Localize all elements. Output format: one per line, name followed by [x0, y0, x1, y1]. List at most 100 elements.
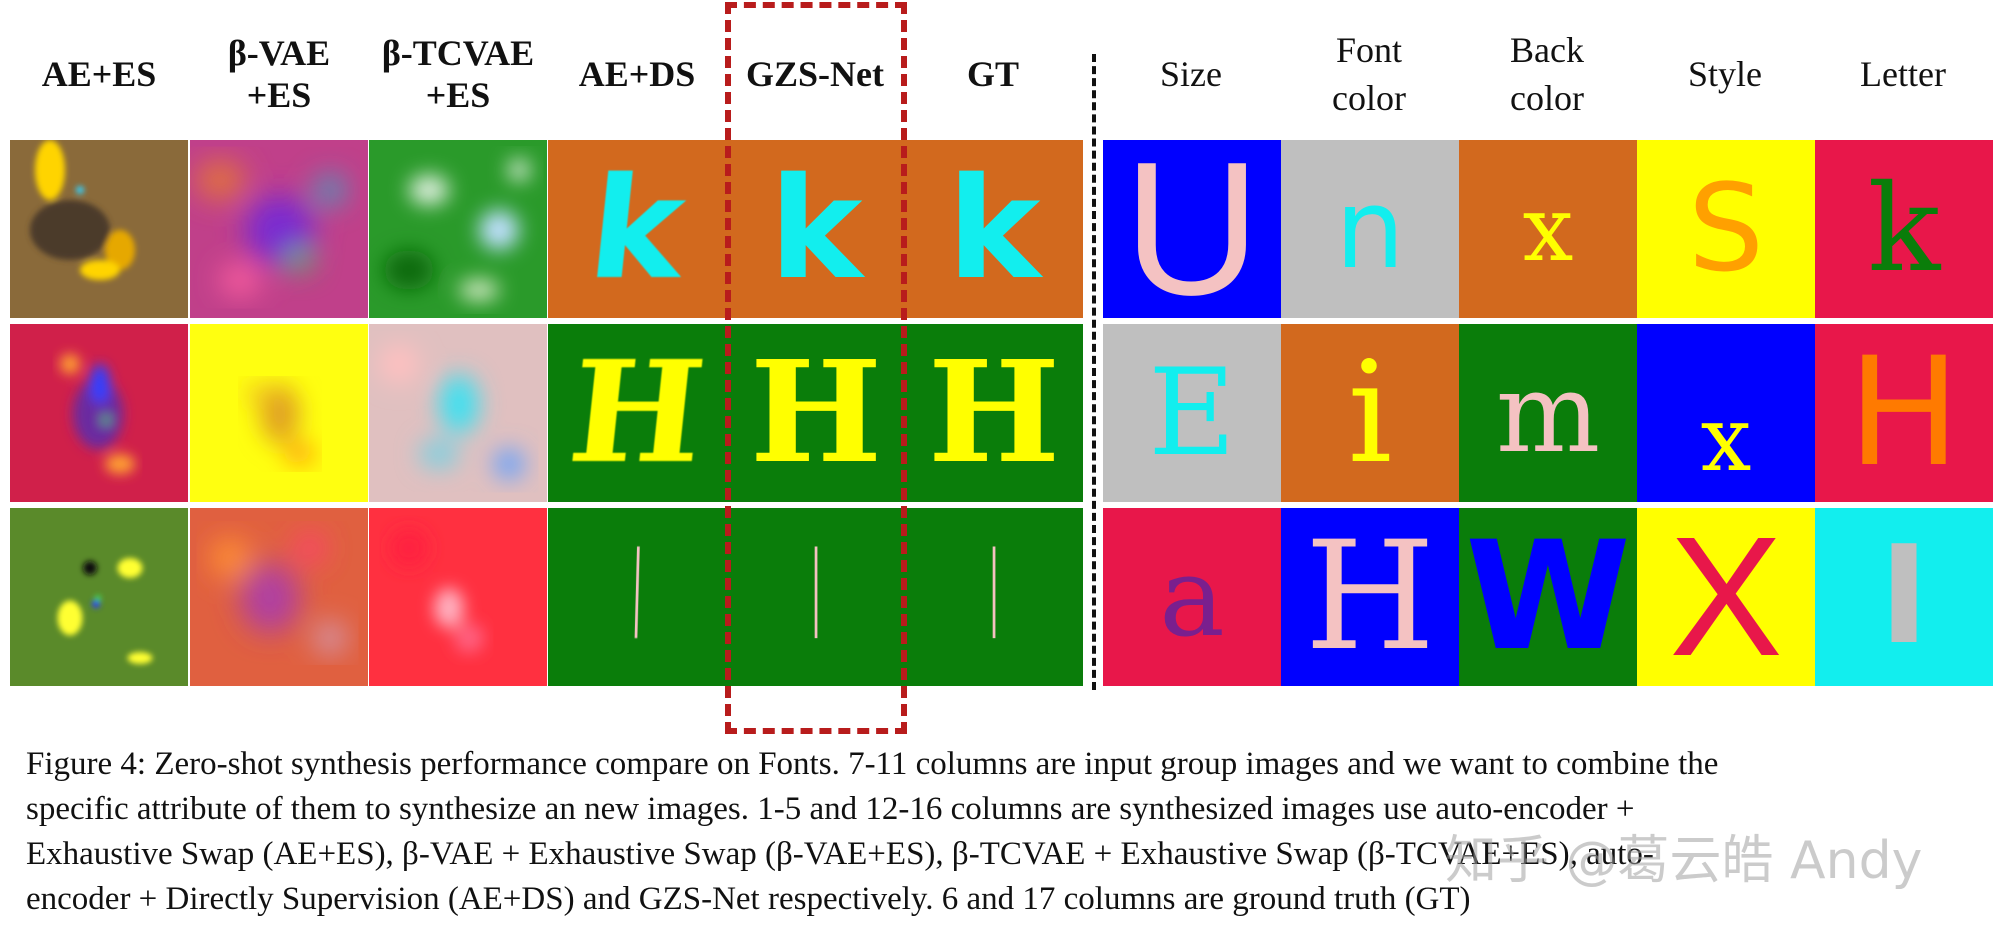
- noise-blob: [509, 160, 529, 180]
- tile-beta-vae-es-row-3: [190, 508, 368, 686]
- letter-glyph: m: [1495, 349, 1601, 477]
- noise-blob: [409, 175, 449, 205]
- input-tile-font-color-row-1: n: [1281, 140, 1459, 318]
- input-tile-style-row-1: S: [1637, 140, 1815, 318]
- tile-gzs-net-row-1: k: [727, 140, 905, 318]
- noise-blob: [479, 210, 519, 250]
- tile-beta-tcvae-es-row-1: [369, 140, 547, 318]
- header-ae-ds: AE+DS: [578, 54, 696, 94]
- noise-blob: [384, 250, 434, 290]
- letter-glyph: n: [1335, 165, 1405, 293]
- tile-beta-vae-es-row-2: [190, 324, 368, 502]
- noise-pattern: [60, 354, 135, 474]
- noise-blob: [240, 563, 300, 633]
- letter-glyph: U: [1123, 140, 1261, 318]
- noise-blob: [454, 623, 484, 653]
- letter-glyph: i: [1347, 331, 1393, 495]
- noise-blob: [60, 354, 80, 374]
- header-ae-es: AE+ES: [41, 54, 157, 94]
- letter-glyph: l: [631, 527, 643, 667]
- tile-ae-ds-row-2: H: [548, 324, 726, 502]
- letter-glyph: x: [1700, 387, 1752, 492]
- letter-glyph: l: [811, 527, 821, 667]
- header-size: Size: [1160, 54, 1222, 94]
- input-tile-size-row-3: a: [1103, 508, 1281, 686]
- caption-line-3: Exhaustive Swap (AE+ES), β-VAE + Exhaust…: [26, 836, 1654, 872]
- caption-line-4: encoder + Directly Supervision (AE+DS) a…: [26, 881, 1471, 917]
- noise-blob: [315, 175, 345, 205]
- noise-blob: [494, 449, 524, 479]
- noise-blob: [90, 364, 110, 404]
- letter-glyph: W: [1465, 510, 1631, 684]
- noise-pattern: [389, 528, 484, 653]
- header-beta-vae-es: β-VAE +ES: [227, 33, 331, 115]
- tile-beta-tcvae-es-row-3: [369, 508, 547, 686]
- noise-blob: [434, 588, 464, 628]
- tile-gzs-net-row-3: l: [727, 508, 905, 686]
- header-back-color: Back color: [1510, 30, 1584, 118]
- noise-blob: [459, 280, 499, 300]
- gzs-net-highlight-box: [725, 2, 907, 734]
- tile-gt-row-1: k: [905, 140, 1083, 318]
- header-gt: GT: [966, 54, 1019, 94]
- tile-ae-ds-row-3: l: [548, 508, 726, 686]
- input-tile-style-row-3: X: [1637, 508, 1815, 686]
- noise-blob: [285, 444, 315, 464]
- noise-blob: [439, 374, 479, 434]
- noise-blob: [105, 230, 135, 270]
- noise-blob: [76, 186, 84, 194]
- noise-blob: [315, 623, 345, 653]
- column-separator: [1092, 54, 1096, 690]
- header-style: Style: [1687, 54, 1762, 94]
- noise-blob: [210, 538, 250, 578]
- input-tile-back-color-row-2: m: [1459, 324, 1637, 502]
- header-gzs-net: GZS-Net: [746, 54, 884, 94]
- tile-ae-es-row-3: [10, 508, 188, 686]
- letter-glyph: l: [989, 527, 999, 667]
- noise-blob: [127, 652, 153, 664]
- noise-pattern: [195, 160, 345, 295]
- noise-blob: [117, 558, 143, 578]
- input-tile-font-color-row-3: H: [1281, 508, 1459, 686]
- noise-pattern: [210, 533, 345, 653]
- letter-glyph: k: [769, 147, 863, 311]
- noise-blob: [92, 600, 100, 608]
- input-tile-letter-row-1: k: [1815, 140, 1993, 318]
- noise-blob: [80, 260, 120, 280]
- tile-gt-row-2: H: [905, 324, 1083, 502]
- noise-blob: [195, 160, 245, 200]
- noise-blob: [245, 384, 275, 404]
- tile-ae-es-row-2: [10, 324, 188, 502]
- tile-gt-row-3: l: [905, 508, 1083, 686]
- watermark: 知乎 @葛云皓 Andy: [1445, 831, 1923, 891]
- letter-glyph: H: [927, 331, 1061, 495]
- noise-blob: [245, 195, 315, 265]
- noise-blob: [30, 200, 110, 260]
- noise-blob: [379, 344, 419, 384]
- header-letter: Letter: [1860, 54, 1946, 94]
- caption-line-2: specific attribute of them to synthesize…: [26, 791, 1635, 827]
- noise-blob: [102, 416, 110, 424]
- input-tile-size-row-2: E: [1103, 324, 1281, 502]
- letter-glyph: k: [947, 147, 1041, 311]
- figure-caption: Figure 4: Zero-shot synthesis performanc…: [26, 742, 1986, 922]
- noise-pattern: [379, 344, 524, 479]
- input-tile-font-color-row-2: i: [1281, 324, 1459, 502]
- noise-pattern: [384, 160, 529, 300]
- noise-blob: [419, 439, 459, 469]
- noise-blob: [220, 265, 260, 295]
- noise-blob: [389, 528, 429, 568]
- letter-glyph: H: [562, 331, 712, 495]
- letter-glyph: E: [1148, 343, 1236, 483]
- tile-beta-vae-es-row-1: [190, 140, 368, 318]
- input-tile-back-color-row-3: W: [1459, 508, 1637, 686]
- letter-glyph: a: [1159, 533, 1225, 661]
- letter-glyph: H: [1847, 326, 1961, 500]
- input-tile-letter-row-2: H: [1815, 324, 1993, 502]
- input-tile-back-color-row-1: x: [1459, 140, 1637, 318]
- tile-beta-tcvae-es-row-2: [369, 324, 547, 502]
- noise-blob: [287, 250, 313, 270]
- input-tile-size-row-1: U: [1103, 140, 1281, 318]
